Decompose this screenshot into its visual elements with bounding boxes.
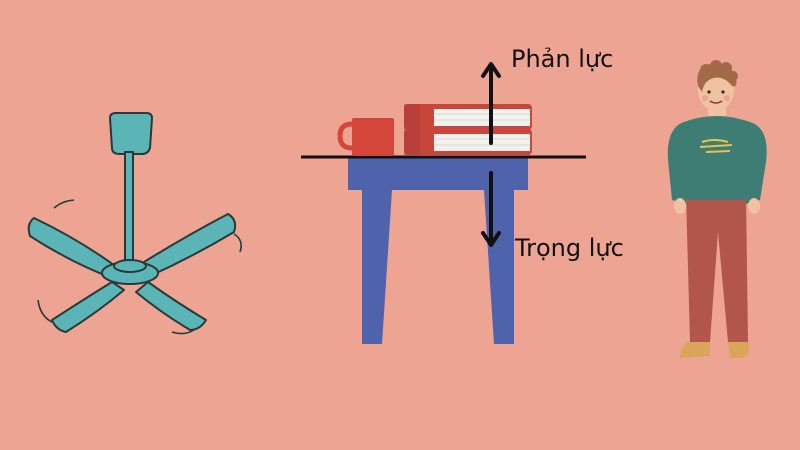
books-icon (404, 104, 532, 155)
person-icon (667, 60, 767, 358)
gravity-force-label: Trọng lực (515, 234, 624, 262)
table-icon (301, 155, 586, 344)
gravity-force-arrow (481, 171, 501, 247)
normal-force-arrow (481, 62, 501, 145)
mug-icon (337, 118, 394, 156)
ceiling-fan-icon (27, 112, 242, 335)
normal-force-label: Phản lực (511, 45, 614, 73)
